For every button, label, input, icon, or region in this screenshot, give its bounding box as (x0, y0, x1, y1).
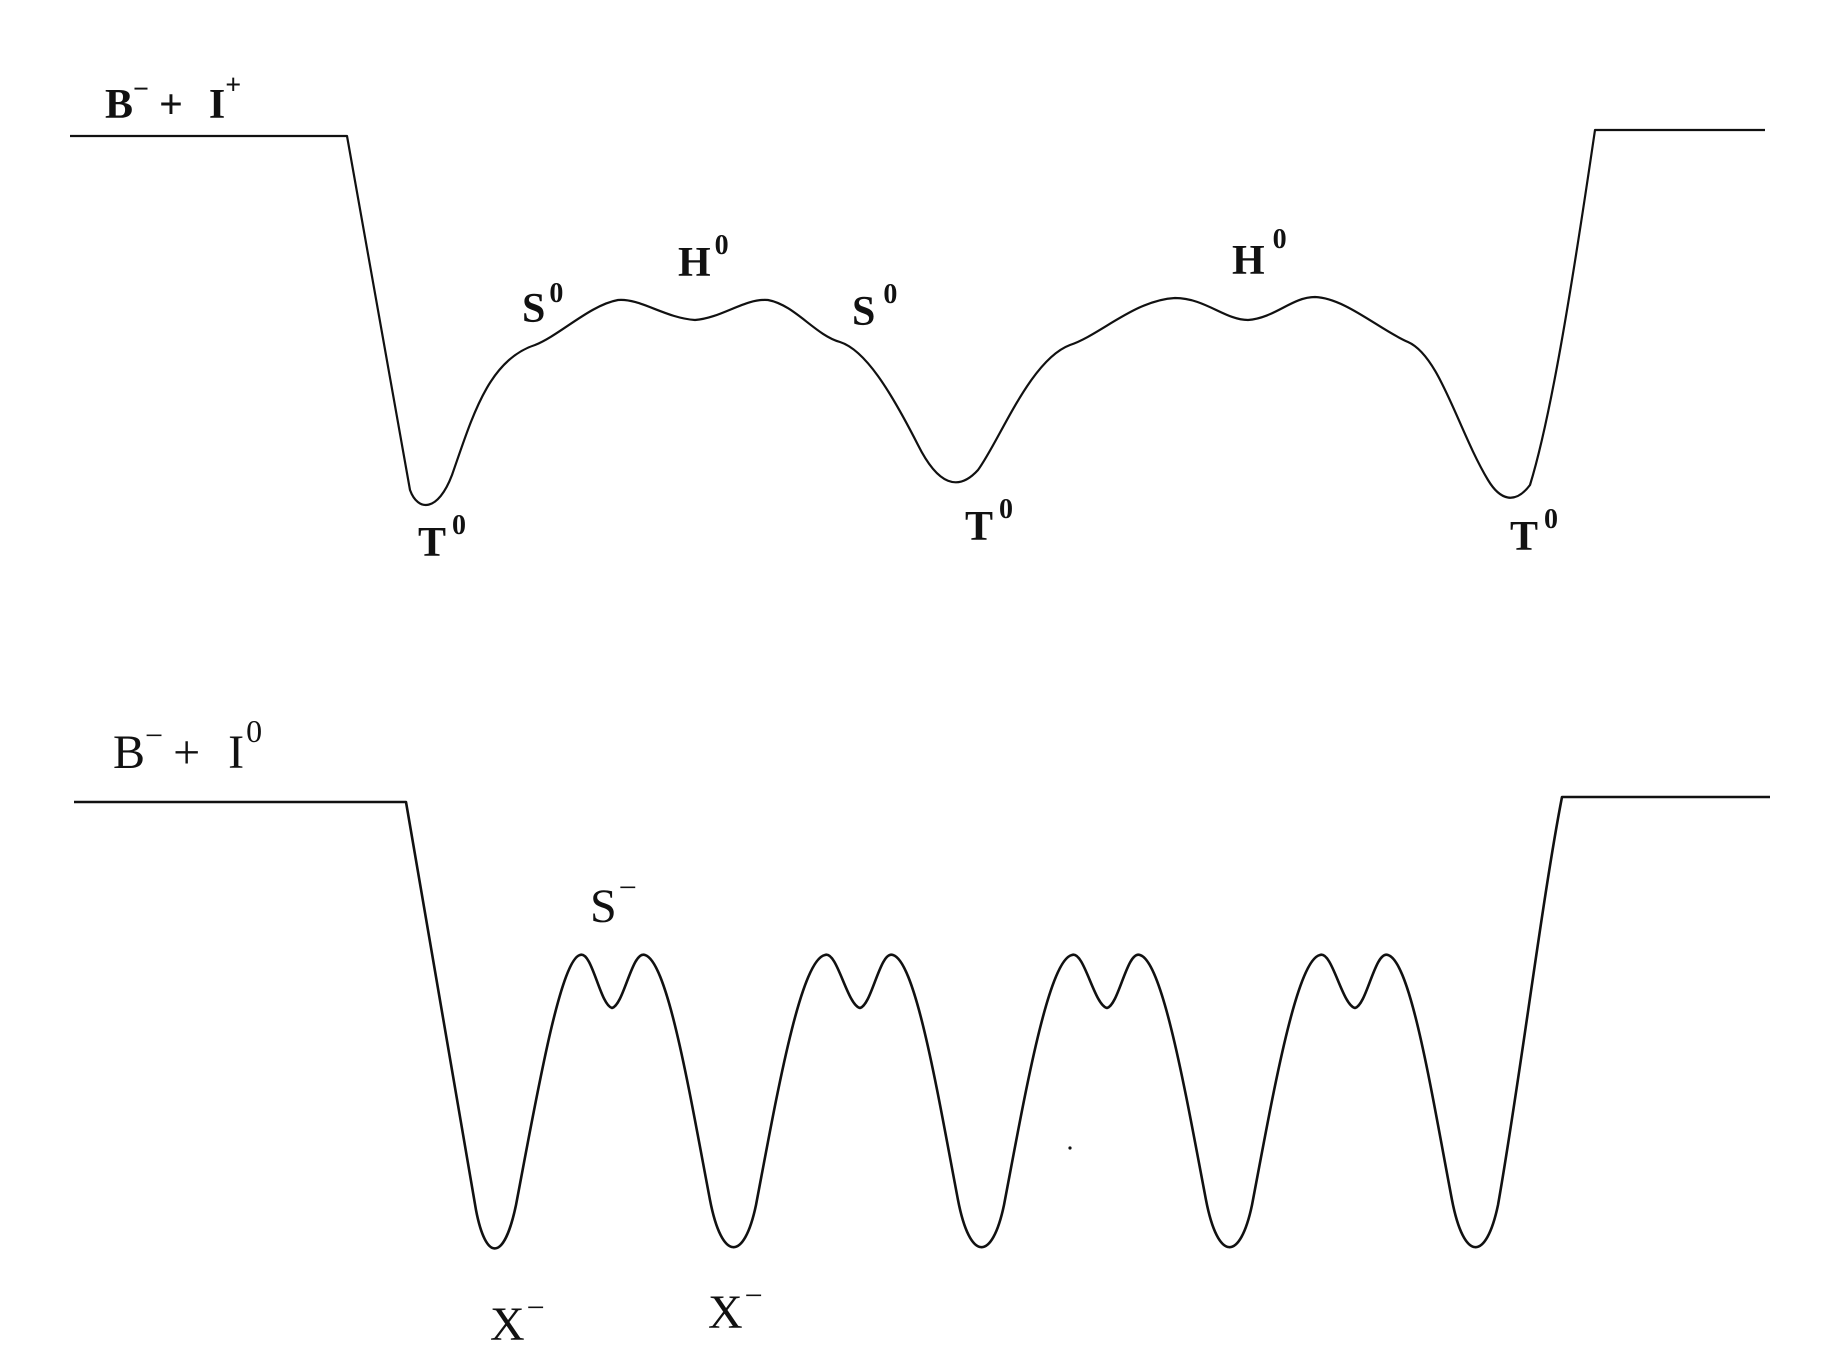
bottom-state-base: B (113, 726, 145, 779)
top-state-ion-charge: + (225, 70, 241, 101)
bottom-state-base-charge: − (145, 717, 163, 753)
stray-dot (1068, 1146, 1072, 1150)
top-state-base-charge: − (133, 74, 149, 105)
top-potential-curve (70, 128, 1765, 506)
label-x-minus-2: X− (708, 1277, 763, 1339)
bottom-state-ion-charge: 0 (246, 713, 262, 749)
top-state-label: B−+I+ (105, 70, 241, 128)
top-state-ion: I (209, 82, 225, 128)
label-x-minus-1: X− (490, 1289, 545, 1351)
top-state-base: B (105, 82, 133, 128)
top-state-plus: + (159, 82, 183, 128)
label-s-minus: S− (590, 869, 637, 933)
bottom-state-label: B−+ I0 (113, 713, 262, 779)
bottom-state-ion: I (228, 726, 244, 779)
bottom-potential-curve (74, 795, 1770, 1250)
bottom-panel: B−+ I0 S− X− X− (74, 713, 1770, 1351)
bottom-state-plus: + (173, 726, 200, 779)
